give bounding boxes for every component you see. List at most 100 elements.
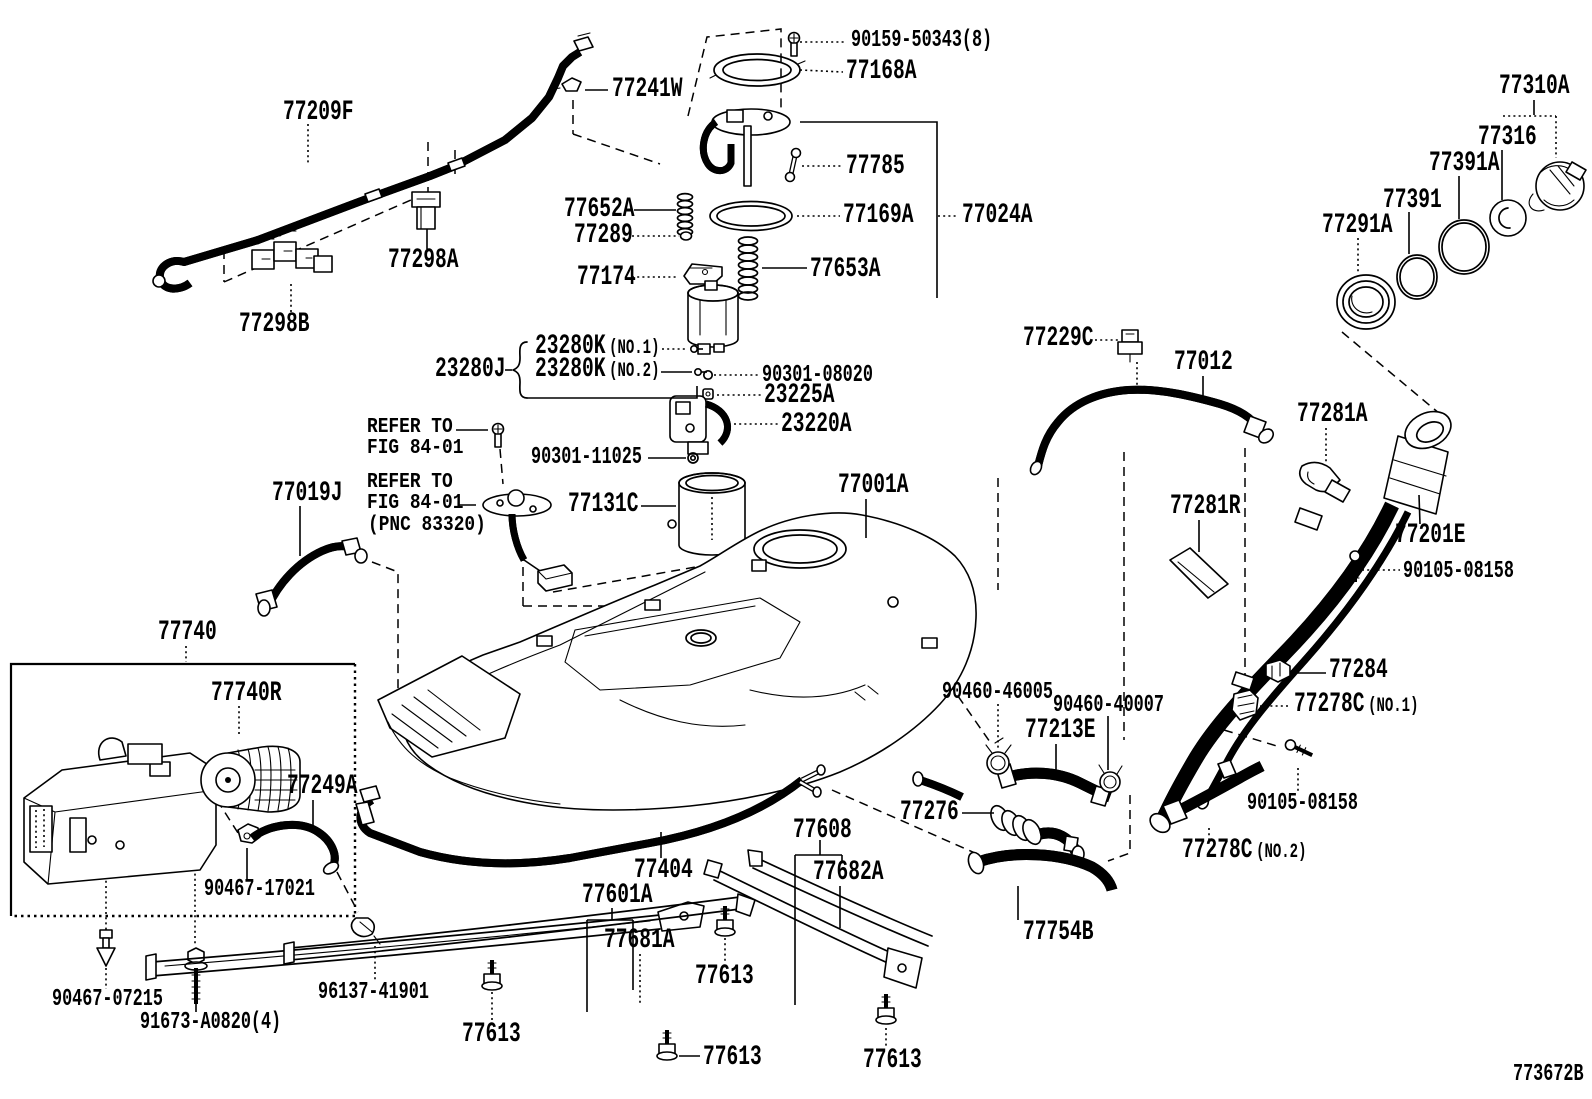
part-label-77278C-42: 77278C(NO.1)	[1294, 689, 1419, 720]
protector-77281R	[1169, 547, 1229, 599]
breather-hoses	[912, 737, 1123, 890]
canister-fasteners	[96, 917, 381, 1004]
canister-box-77740	[9, 662, 357, 918]
part-label-77310A-4: 77310A	[1499, 71, 1570, 102]
part-label-suffix: (NO.1)	[609, 337, 660, 360]
part-label-77391A-6: 77391A	[1429, 148, 1500, 179]
part-label-90159-503438-0: 90159-50343(8)	[851, 27, 993, 54]
part-label-PNC83320-32: (PNC 83320)	[368, 514, 486, 537]
part-label-90105-08158-38: 90105-08158	[1403, 558, 1514, 585]
part-label-23280K-21: 23280K(NO.2)	[535, 354, 660, 385]
hose-77019J	[255, 537, 368, 617]
fuel-tube-77209F	[152, 32, 594, 289]
canister-filter-77740R	[200, 745, 301, 813]
part-label-77281R-36: 77281R	[1170, 491, 1241, 522]
sheet-code: 773672B	[1513, 1061, 1584, 1088]
part-label-suffix: (NO.1)	[1368, 695, 1419, 718]
part-label-77404-51: 77404	[634, 855, 693, 886]
clamp-77284	[1265, 659, 1291, 683]
part-label-77682A-52: 77682A	[813, 857, 884, 888]
part-label-77241W-2: 77241W	[612, 74, 683, 105]
part-label-90460-46005-43: 90460-46005	[942, 679, 1053, 706]
part-label-77298B-17: 77298B	[239, 309, 310, 340]
breather-tube-77012	[1029, 329, 1275, 476]
part-label-77131C-34: 77131C	[568, 489, 639, 520]
part-label-suffix: (NO.2)	[1256, 841, 1307, 864]
part-label-77174-16: 77174	[577, 262, 636, 293]
part-label-90467-07215-59: 90467-07215	[52, 986, 163, 1013]
part-label-77209F-3: 77209F	[283, 97, 354, 128]
part-label-77652A-10: 77652A	[564, 194, 635, 225]
part-label-77024A-12: 77024A	[962, 200, 1033, 231]
part-label-90460-40007-44: 90460-40007	[1053, 692, 1164, 719]
part-label-91673-A08204-60: 91673-A0820(4)	[140, 1009, 282, 1036]
tube-clamps	[251, 77, 582, 273]
part-label-77213E-45: 77213E	[1025, 715, 1096, 746]
part-label-77291A-8: 77291A	[1322, 210, 1393, 241]
bolt-90105-lower	[1284, 739, 1314, 757]
part-label-77019J-33: 77019J	[272, 478, 343, 509]
protector-tube-77404	[355, 764, 826, 863]
refer-bolt-and-sender	[482, 422, 573, 592]
part-label-77740R-40: 77740R	[211, 678, 282, 709]
part-label-77613-61: 77613	[462, 1019, 521, 1050]
part-label-FIG84-01-27: FIG 84-01	[367, 437, 464, 460]
part-label-77601A-54: 77601A	[582, 880, 653, 911]
part-label-77168A-1: 77168A	[846, 56, 917, 87]
part-label-23220A-25: 23220A	[781, 409, 852, 440]
part-label-90301-11025-28: 90301-11025	[531, 444, 642, 471]
part-label-REFERTO-30: REFER TO	[367, 471, 453, 494]
part-label-77276-47: 77276	[900, 797, 959, 828]
part-label-77785-9: 77785	[846, 151, 905, 182]
tank-straps-right	[703, 849, 933, 989]
part-label-77316-5: 77316	[1478, 122, 1537, 153]
part-label-77613-62: 77613	[703, 1042, 762, 1073]
part-label-77681A-56: 77681A	[604, 925, 675, 956]
clamp-77281A	[1298, 461, 1351, 503]
part-label-77229C-18: 77229C	[1023, 323, 1094, 354]
clamp-77278C-no1	[1231, 689, 1259, 721]
suction-plate-assembly	[482, 31, 938, 592]
strap-bolts-77613	[481, 906, 897, 1061]
part-label-77201E-37: 77201E	[1395, 520, 1466, 551]
fuel-tank-77001A	[377, 512, 977, 811]
part-label-77012-24: 77012	[1174, 347, 1233, 378]
spring-77653A	[737, 236, 759, 301]
part-label-77754B-55: 77754B	[1023, 917, 1094, 948]
part-label-77278C-49: 77278C(NO.2)	[1182, 835, 1307, 866]
part-label-77740-39: 77740	[158, 617, 217, 648]
hose-77278C-no2	[1162, 759, 1262, 825]
part-label-96137-41901-57: 96137-41901	[318, 979, 429, 1006]
part-label-90301-08020-22: 90301-08020	[762, 362, 873, 389]
leader-lines	[105, 41, 1503, 1057]
part-label-suffix: (NO.2)	[609, 360, 660, 383]
fuel-cap-group	[1336, 161, 1587, 330]
part-label-23280J-20: 23280J	[435, 354, 506, 385]
part-label-77284-41: 77284	[1329, 655, 1388, 686]
part-label-77608-50: 77608	[793, 815, 852, 846]
pump-small-parts	[669, 344, 728, 464]
part-label-90467-17021-53: 90467-17021	[204, 876, 315, 903]
charcoal-canister	[23, 737, 217, 885]
part-label-77249A-46: 77249A	[287, 771, 358, 802]
part-label-FIG84-01-31: FIG 84-01	[367, 492, 464, 515]
part-label-REFERTO-26: REFER TO	[367, 416, 453, 439]
part-label-90105-08158-48: 90105-08158	[1247, 790, 1358, 817]
bolt-90105-upper	[1349, 550, 1361, 582]
tank-straps-left	[145, 893, 756, 981]
part-label-77289-13: 77289	[574, 220, 633, 251]
part-label-77298A-14: 77298A	[388, 245, 459, 276]
part-label-77001A-35: 77001A	[838, 470, 909, 501]
part-label-77613-63: 77613	[863, 1045, 922, 1076]
spring-77652A	[676, 192, 694, 237]
part-label-77281A-29: 77281A	[1297, 399, 1368, 430]
part-label-77653A-15: 77653A	[810, 254, 881, 285]
filler-pipe-77201E	[1149, 410, 1452, 834]
part-label-77391-7: 77391	[1383, 185, 1442, 216]
part-label-23280K-19: 23280K(NO.1)	[535, 331, 660, 362]
fuel-filter-cup-77131C	[667, 472, 746, 556]
part-label-77613-58: 77613	[695, 961, 754, 992]
part-label-77169A-11: 77169A	[843, 200, 914, 231]
